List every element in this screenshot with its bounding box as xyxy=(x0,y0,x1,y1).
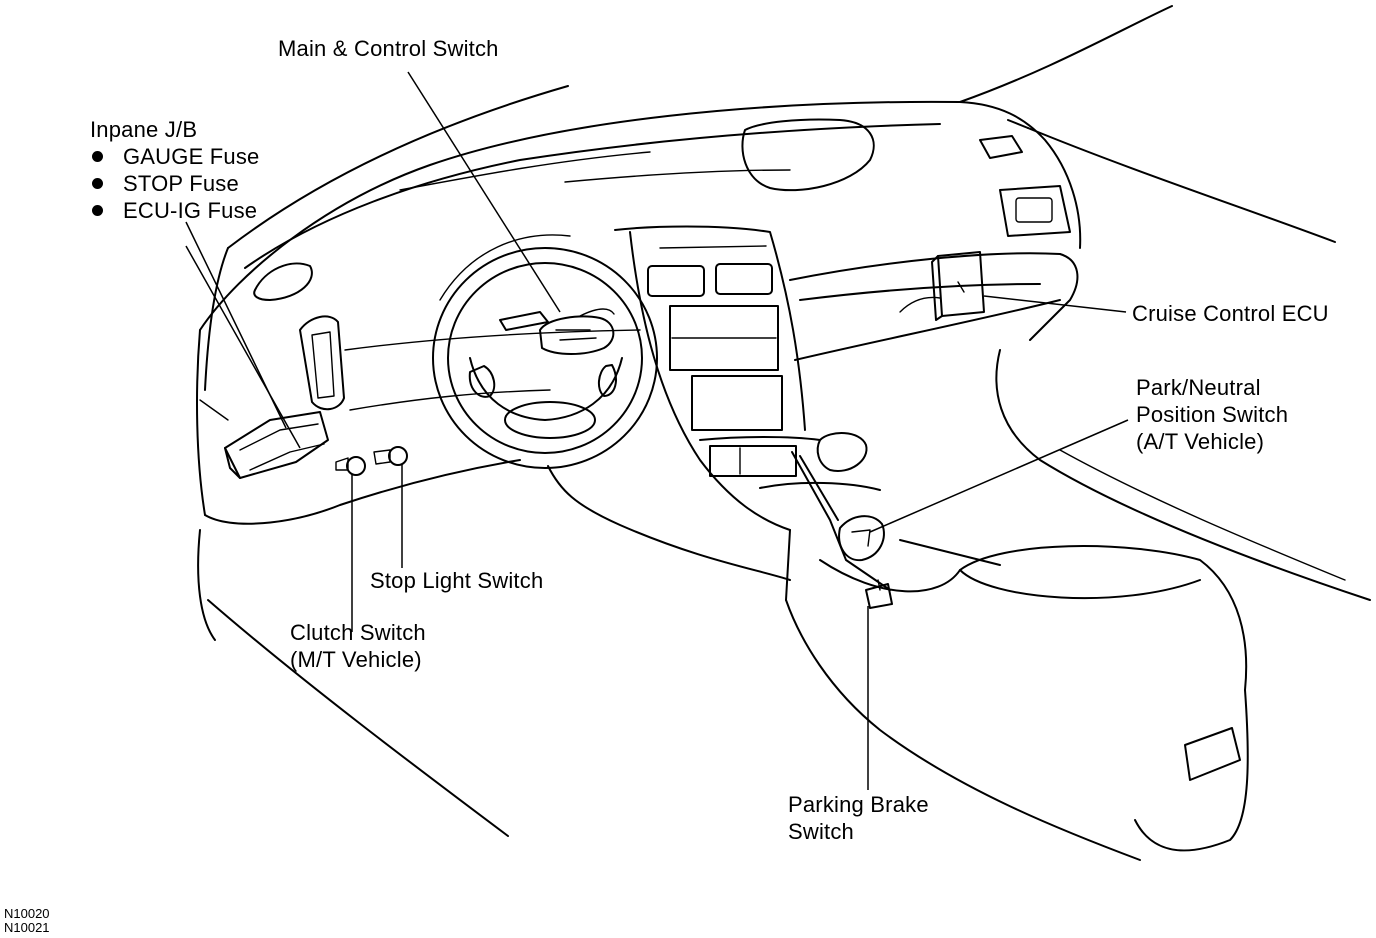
clutch-switch-label: Clutch Switch (M/T Vehicle) xyxy=(290,619,426,673)
figure-code-2: N10021 xyxy=(4,920,50,935)
cruise-control-ecu-label: Cruise Control ECU xyxy=(1132,301,1329,326)
park-neutral-line-2: Position Switch xyxy=(1136,402,1289,427)
parking-brake-switch-label: Parking Brake Switch xyxy=(788,791,929,845)
park-neutral-switch-drawing xyxy=(838,515,885,562)
parking-brake-line-1: Parking Brake xyxy=(788,792,929,817)
floor-console xyxy=(547,432,1249,852)
parking-brake-switch-drawing xyxy=(865,579,893,609)
fuse-item-ecu-ig: ECU-IG Fuse xyxy=(90,197,259,224)
inpane-jb-drawing xyxy=(224,411,329,479)
clutch-switch-line-2: (M/T Vehicle) xyxy=(290,647,422,672)
main-control-switch-drawing xyxy=(499,308,615,355)
park-neutral-switch-label: Park/Neutral Position Switch (A/T Vehicl… xyxy=(1136,374,1288,455)
park-neutral-line-3: (A/T Vehicle) xyxy=(1136,429,1265,454)
parking-brake-line-2: Switch xyxy=(788,819,854,844)
left-dash-panel xyxy=(196,247,641,525)
center-console-stack xyxy=(614,225,821,531)
inpane-jb-title: Inpane J/B xyxy=(90,117,198,142)
inpane-jb-fuse-list: GAUGE Fuse STOP Fuse ECU-IG Fuse xyxy=(90,143,259,224)
main-control-switch-label: Main & Control Switch xyxy=(278,36,499,61)
pedal-switches-drawing xyxy=(335,446,408,476)
inpane-jb-label: Inpane J/B GAUGE Fuse STOP Fuse ECU-IG F… xyxy=(90,116,259,224)
stop-light-switch-label: Stop Light Switch xyxy=(370,568,544,593)
park-neutral-line-1: Park/Neutral xyxy=(1136,375,1261,400)
fuse-item-gauge: GAUGE Fuse xyxy=(90,143,259,170)
figure-code-1: N10020 xyxy=(4,906,50,921)
right-dash-panel xyxy=(789,185,1371,601)
cruise-control-ecu-drawing xyxy=(899,251,985,321)
fuse-item-stop: STOP Fuse xyxy=(90,170,259,197)
dashboard-top xyxy=(199,100,1082,331)
lower-body-lines xyxy=(197,529,1141,861)
steering-wheel xyxy=(432,234,658,469)
leader-lines xyxy=(185,71,1129,790)
clutch-switch-line-1: Clutch Switch xyxy=(290,620,426,645)
windshield-pillars xyxy=(227,5,1336,249)
